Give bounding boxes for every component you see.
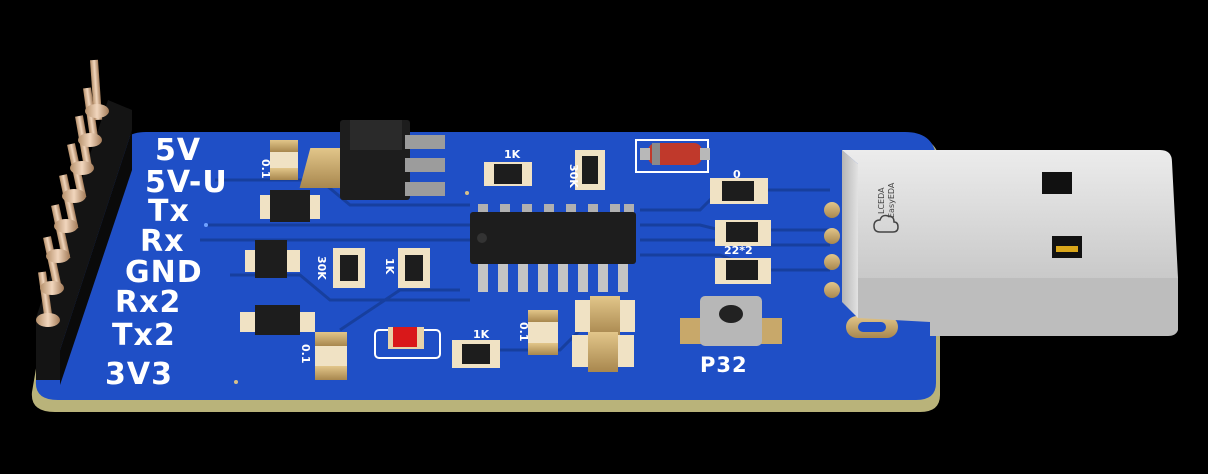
voltage-regulator: [299, 120, 445, 200]
label-22-2: 22*2: [724, 244, 753, 257]
pin-labels: 5V 5V-U Tx Rx GND Rx2 Tx2 3V3: [105, 133, 228, 392]
main-ic: [470, 204, 636, 292]
via-dot: [204, 223, 208, 227]
resistor-30k-top: 30K: [567, 150, 605, 190]
usb-connector: LCEDA EasyEDA: [842, 150, 1178, 336]
via-dot-2: [234, 380, 238, 384]
label-30k-mid: 30K: [315, 256, 328, 280]
capacitor-c1: 0.1: [259, 140, 298, 180]
pin-label-gnd: GND: [125, 255, 203, 290]
label-c-bottom-left: 0.1: [299, 344, 312, 364]
resistor-1k-top: 1K: [484, 148, 532, 186]
transistor-q2: [245, 240, 300, 278]
pin-label-5v-u: 5V-U: [145, 165, 228, 200]
push-button-p32[interactable]: P32: [680, 296, 782, 377]
usb-mount-pads: [824, 202, 898, 338]
transistor-q3: [240, 305, 315, 335]
usb-logo-text-1: LCEDA: [877, 187, 886, 214]
label-30k-top: 30K: [567, 164, 580, 188]
resistor-1k-bottom: 1K: [452, 328, 500, 368]
capacitor-c3: 0.1: [517, 310, 558, 355]
label-zero: 0: [733, 168, 741, 181]
usb-side-face: [842, 150, 858, 318]
usb-bottom-face: [858, 278, 1178, 336]
pin-label-tx: Tx: [148, 194, 190, 229]
label-c-bottom-mid: 0.1: [517, 322, 530, 342]
pin-label-rx2: Rx2: [115, 285, 181, 320]
label-1k-top: 1K: [504, 148, 521, 161]
transistor-q1: [260, 190, 320, 222]
via-dot-3: [465, 191, 469, 195]
cloud-icon: [873, 214, 899, 233]
diode: [635, 139, 710, 173]
button-label-p32: P32: [700, 353, 748, 377]
ic-pins-bottom: [478, 264, 628, 292]
label-1k-mid: 1K: [383, 258, 396, 275]
usb-logo-text-2: EasyEDA: [887, 182, 896, 218]
label-c-top: 0.1: [259, 159, 272, 179]
pin-label-5v: 5V: [155, 133, 201, 168]
header-pins: [36, 59, 109, 328]
usb-hole-1: [1042, 172, 1072, 194]
ic-pins-top: [478, 204, 634, 218]
resistor-1k-mid: 1K: [383, 248, 430, 288]
pin-label-3v3: 3V3: [105, 357, 173, 392]
pin-label-rx: Rx: [140, 224, 184, 259]
pin-label-tx2: Tx2: [112, 318, 176, 353]
led-red: [374, 327, 441, 359]
label-1k-bottom: 1K: [473, 328, 490, 341]
usb-top-face: [842, 150, 1178, 278]
header-body: [36, 100, 132, 380]
resistor-0: 0: [710, 168, 768, 204]
pin-header: [36, 59, 132, 385]
capacitor-pair: [572, 296, 635, 372]
usb-logo: LCEDA EasyEDA: [873, 182, 899, 233]
resistor-30k-mid: 30K: [315, 248, 365, 288]
resistor-22-pair: 22*2: [715, 220, 771, 284]
capacitor-c2: 0.1: [299, 332, 347, 380]
